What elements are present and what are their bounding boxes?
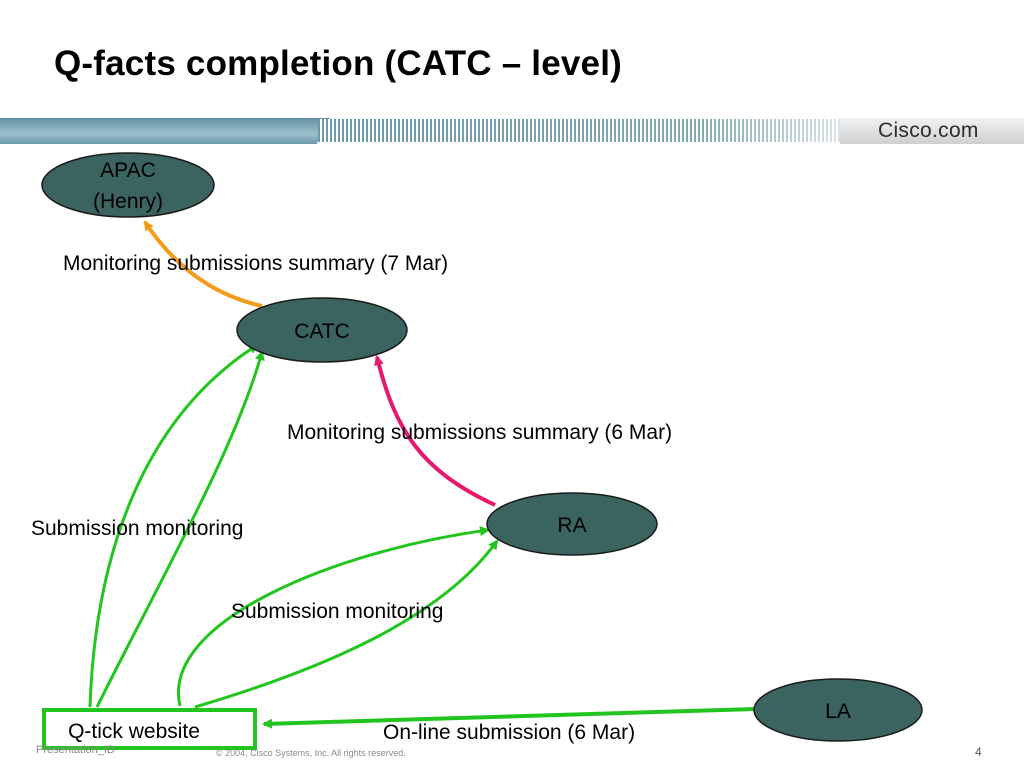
arrow-catc-to-apac <box>143 220 263 308</box>
header-band-solid <box>0 118 330 144</box>
page-number: 4 <box>975 745 982 759</box>
arrow-la-to-website <box>262 707 756 729</box>
node-apac: APAC (Henry) <box>41 152 215 218</box>
header-band: Cisco.com <box>0 118 1024 144</box>
footer-copyright: © 2004, Cisco Systems, Inc. All rights r… <box>216 748 406 758</box>
arrow-website-to-ra-upper <box>176 526 490 707</box>
label-website-to-ra: Submission monitoring <box>231 600 444 623</box>
node-q-tick-website-label: Q-tick website <box>68 720 200 743</box>
arrow-ra-to-catc <box>374 355 496 507</box>
label-catc-to-apac: Monitoring submissions summary (7 Mar) <box>63 252 449 275</box>
label-website-to-catc: Submission monitoring <box>31 517 244 540</box>
arrow-website-to-catc-inner <box>95 350 265 708</box>
cisco-logo[interactable]: Cisco.com <box>878 119 979 142</box>
node-la: LA <box>753 678 923 742</box>
label-ra-to-catc: Monitoring submissions summary (6 Mar) <box>287 421 673 444</box>
node-catc: CATC <box>236 297 408 363</box>
node-ra: RA <box>486 492 658 556</box>
header-band-stripes <box>318 119 858 142</box>
node-q-tick-website: Q-tick website <box>42 708 257 750</box>
node-apac-line2: (Henry) <box>93 190 163 213</box>
node-catc-label: CATC <box>294 320 350 343</box>
node-apac-line1: APAC <box>100 159 156 182</box>
header-band-logo-area <box>840 118 1024 144</box>
arrow-website-to-ra-lower <box>194 539 499 709</box>
slide-title: Q-facts completion (CATC – level) <box>54 44 622 83</box>
label-la-to-website: On-line submission (6 Mar) <box>383 721 636 744</box>
node-la-label: LA <box>825 700 851 723</box>
node-ra-label: RA <box>557 514 586 537</box>
footer-presentation-id: Presentation_ID <box>36 744 115 756</box>
arrow-website-to-catc-outer <box>88 343 259 708</box>
